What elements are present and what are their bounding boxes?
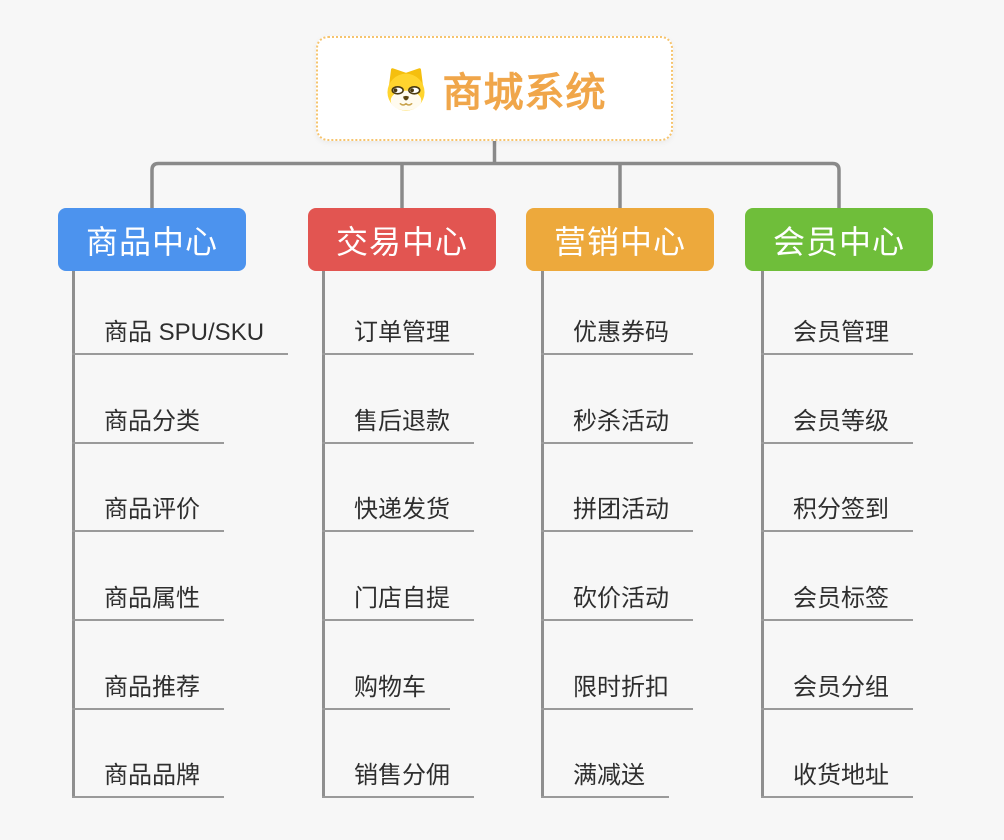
- leaf-node[interactable]: 售后退款: [322, 407, 474, 444]
- leaf-node[interactable]: 订单管理: [322, 318, 474, 355]
- leaf-node[interactable]: 商品推荐: [72, 673, 224, 710]
- leaf-node[interactable]: 商品分类: [72, 407, 224, 444]
- leaf-node[interactable]: 商品属性: [72, 584, 224, 621]
- leaf-node[interactable]: 快递发货: [322, 495, 474, 532]
- leaf-node[interactable]: 商品 SPU/SKU: [72, 318, 289, 355]
- dog-face-icon: [386, 67, 425, 111]
- leaf-node[interactable]: 限时折扣: [541, 673, 693, 710]
- branch-node-label: 商品中心: [85, 223, 218, 260]
- root-node[interactable]: 商城系统: [316, 36, 673, 141]
- leaf-node[interactable]: 门店自提: [322, 584, 474, 621]
- leaf-node[interactable]: 收货地址: [761, 761, 913, 798]
- leaf-node[interactable]: 优惠券码: [541, 318, 693, 355]
- leaf-node[interactable]: 销售分佣: [322, 761, 474, 798]
- leaf-node[interactable]: 积分签到: [761, 495, 913, 532]
- branch-spine-line: [541, 271, 544, 798]
- root-node-label: 商城系统: [442, 70, 607, 115]
- branch-node-marketing-center[interactable]: 营销中心: [526, 208, 714, 271]
- leaf-node[interactable]: 砍价活动: [541, 584, 693, 621]
- leaf-node[interactable]: 商品评价: [72, 495, 224, 532]
- leaf-node[interactable]: 拼团活动: [541, 495, 693, 532]
- leaf-node[interactable]: 会员等级: [761, 407, 913, 444]
- leaf-node[interactable]: 商品品牌: [72, 761, 224, 798]
- branch-spine-line: [322, 271, 325, 798]
- branch-node-member-center[interactable]: 会员中心: [745, 208, 933, 271]
- branch-node-product-center[interactable]: 商品中心: [58, 208, 246, 271]
- branch-node-trade-center[interactable]: 交易中心: [308, 208, 496, 271]
- branch-spine-line: [72, 271, 75, 798]
- leaf-node[interactable]: 会员分组: [761, 673, 913, 710]
- leaf-node[interactable]: 满减送: [541, 761, 669, 798]
- branch-node-label: 营销中心: [553, 223, 686, 260]
- leaf-node[interactable]: 会员管理: [761, 318, 913, 355]
- leaf-node[interactable]: 秒杀活动: [541, 407, 693, 444]
- branch-node-label: 交易中心: [335, 223, 468, 260]
- leaf-node[interactable]: 会员标签: [761, 584, 913, 621]
- leaf-node[interactable]: 购物车: [322, 673, 450, 710]
- branch-spine-line: [761, 271, 764, 798]
- branch-node-label: 会员中心: [772, 223, 905, 260]
